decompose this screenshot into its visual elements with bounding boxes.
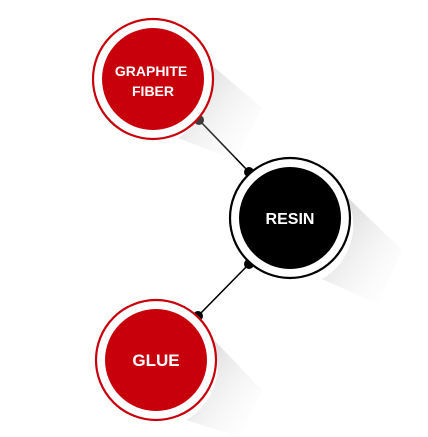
node-inner-circle xyxy=(239,167,341,269)
node-shadow xyxy=(178,55,262,160)
node-label-line-2: FIBER xyxy=(132,83,174,99)
node-label-line-1: GLUE xyxy=(132,351,179,370)
node-shadow xyxy=(186,336,262,437)
node-glue: GLUE xyxy=(94,298,262,437)
node-label: GLUE xyxy=(132,351,179,370)
connector-resin-to-glue xyxy=(193,259,254,321)
node-shadow xyxy=(322,196,402,304)
node-label: GRAPHITE FIBER xyxy=(115,63,191,99)
node-inner-circle xyxy=(102,28,204,130)
node-label-line-1: RESIN xyxy=(266,211,315,228)
node-resin: RESIN xyxy=(228,156,402,304)
node-label: RESIN xyxy=(266,211,315,228)
node-graphite-fiber: GRAPHITE FIBER xyxy=(91,17,262,160)
node-inner-circle xyxy=(105,309,207,411)
node-label-line-1: GRAPHITE xyxy=(115,63,187,79)
